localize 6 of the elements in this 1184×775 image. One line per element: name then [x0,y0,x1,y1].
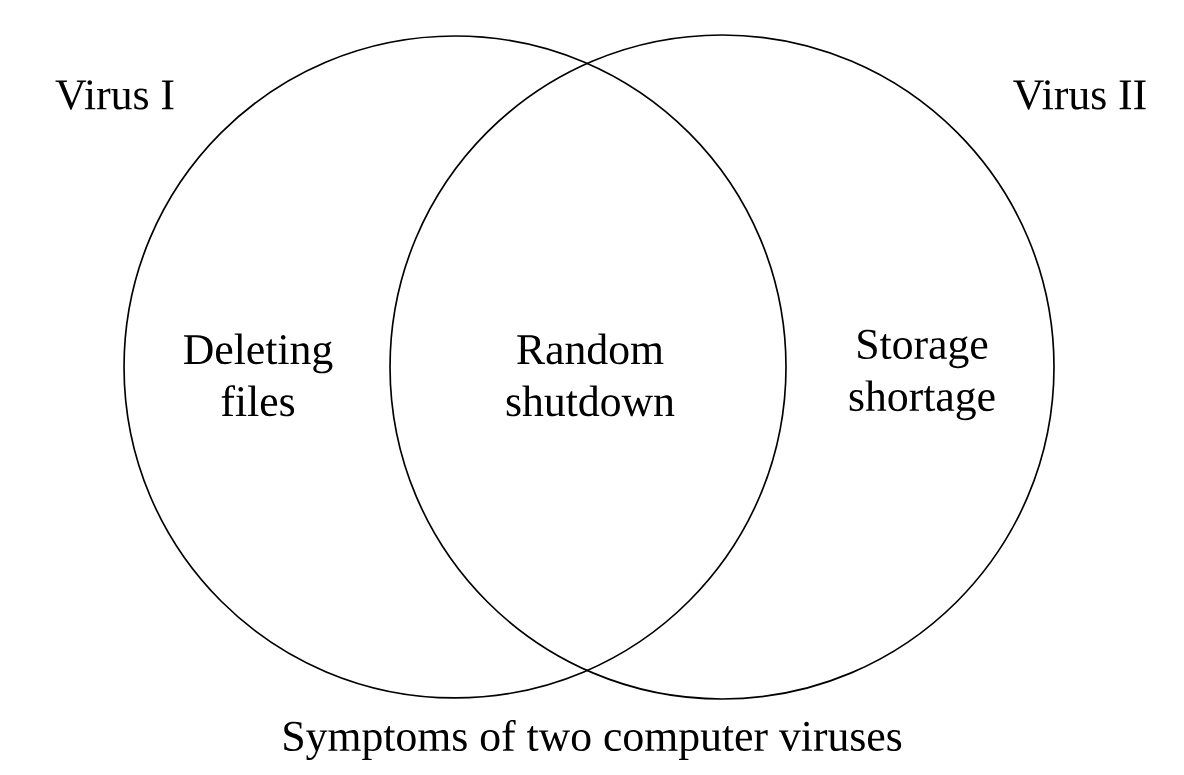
region-label: Storage shortage [849,329,995,421]
set-title: Virus II [1013,80,1146,110]
set-title: Virus I [55,80,174,110]
region-label: Random shutdown [506,333,675,417]
caption: Symptoms of two computer viruses [284,719,902,761]
region-label: Deleting files [184,333,333,417]
